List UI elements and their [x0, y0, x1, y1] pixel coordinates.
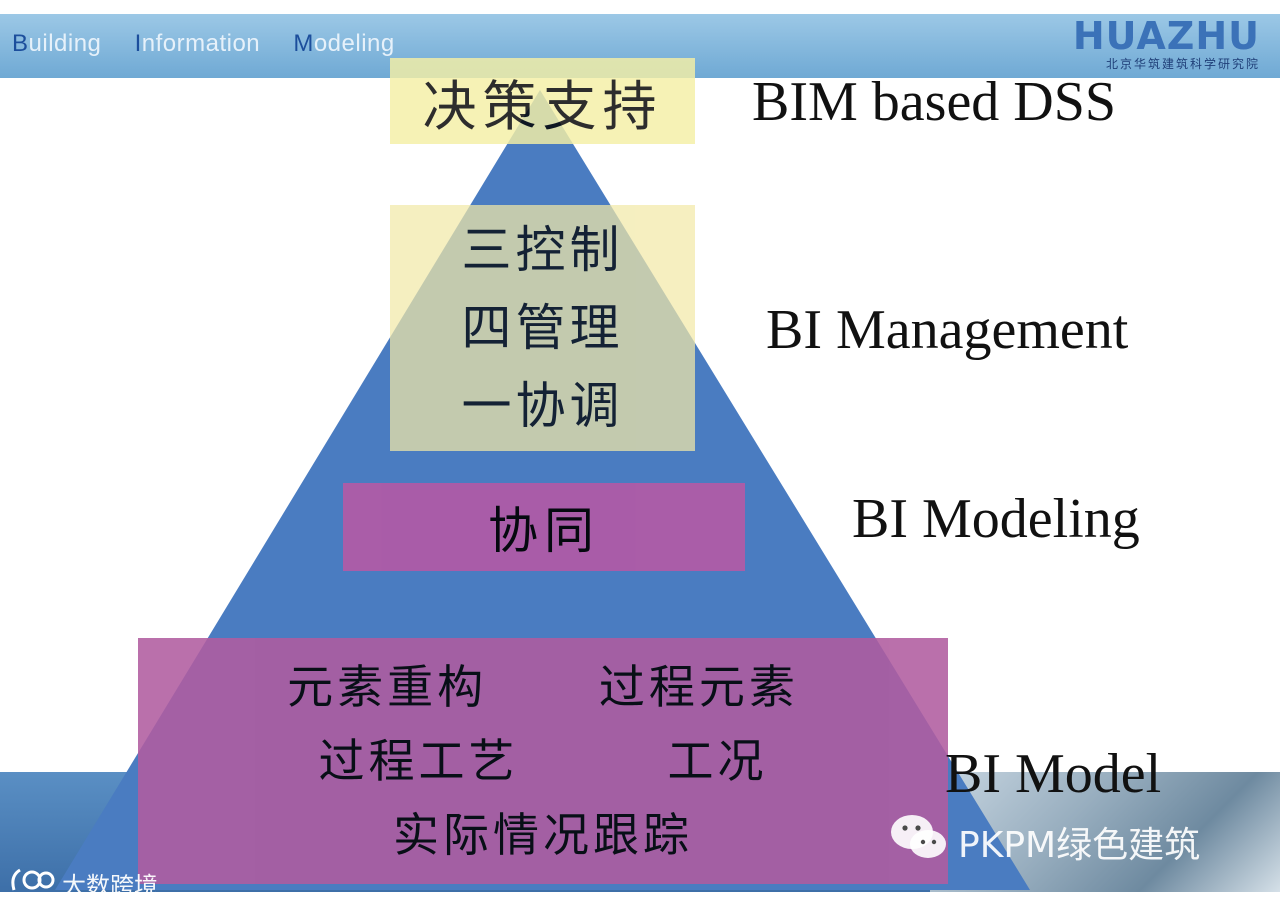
- watermark-pkpm: PKPM绿色建筑: [958, 816, 1200, 868]
- level-box-dss-text: 决策支持: [423, 62, 663, 141]
- level-box-modeling: 协同: [343, 483, 745, 571]
- level-label-management: BI Management: [766, 298, 1128, 362]
- dashu-logo-icon: [8, 862, 58, 896]
- wechat-icon: [888, 810, 950, 864]
- level-box-modeling-text: 协同: [488, 491, 600, 563]
- level-box-model-text: 元素重构 过程元素 过程工艺 工况 实际情况跟踪: [287, 650, 799, 872]
- level-label-modeling: BI Modeling: [852, 487, 1140, 551]
- level-label-dss: BIM based DSS: [752, 70, 1116, 134]
- watermark-dashu: 大数跨境: [62, 866, 158, 901]
- level-box-management-text: 三控制 四管理 一协调: [462, 211, 624, 445]
- level-box-management: 三控制 四管理 一协调: [390, 205, 695, 451]
- level-box-dss: 决策支持: [390, 58, 695, 144]
- level-label-model: BI Model: [945, 742, 1161, 806]
- level-box-model: 元素重构 过程元素 过程工艺 工况 实际情况跟踪: [138, 638, 948, 884]
